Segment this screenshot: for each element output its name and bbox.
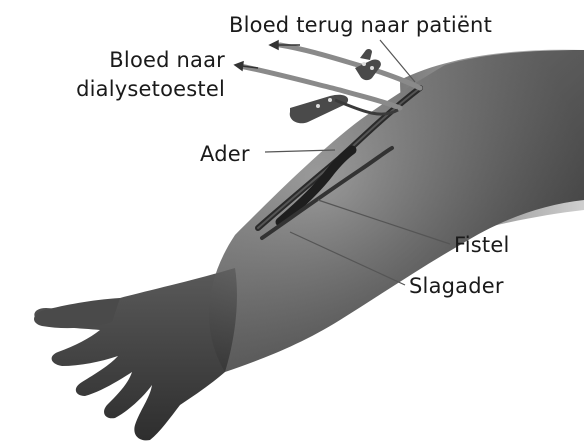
label-to-machine: Bloed naar dialysetoestel [47,46,225,104]
hand [34,268,237,440]
label-return-blood: Bloed terug naar patiënt [229,12,492,38]
label-to-machine-line2: dialysetoestel [47,75,225,104]
label-to-machine-line1: Bloed naar [47,46,225,75]
label-artery: Slagader [409,273,504,299]
label-fistula: Fistel [454,232,510,258]
label-vein: Ader [200,141,250,167]
needle-wing-to-machine [290,95,348,124]
